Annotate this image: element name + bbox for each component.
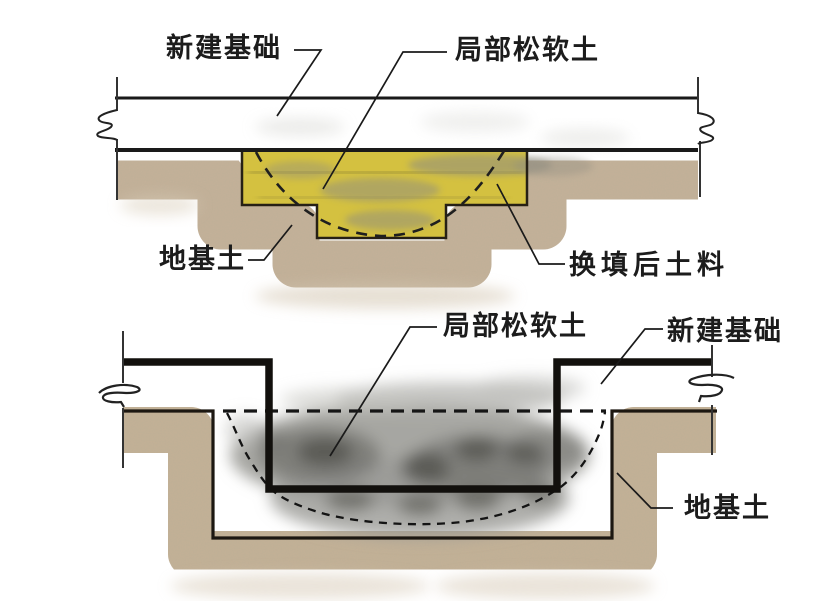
leader-soft-soil-bottom — [329, 326, 437, 457]
label-foundation-soil-top: 地基土 — [159, 244, 246, 274]
top-diagram — [96, 49, 715, 265]
slab-smudge3 — [540, 129, 630, 147]
trench-outline — [240, 150, 529, 240]
soft-soil-blob — [225, 376, 590, 538]
break-symbol-top-right — [697, 112, 715, 145]
soil-band-group — [116, 152, 716, 577]
bottom-diagram — [98, 326, 735, 540]
label-soft-soil-top: 局部松软土 — [455, 35, 600, 65]
top-band-fade — [255, 283, 515, 309]
leader-new-foundation-bottom — [600, 328, 663, 385]
slab-smudge1 — [255, 118, 345, 136]
top-soil-band — [116, 152, 698, 288]
label-soft-soil-bottom: 局部松软土 — [443, 311, 588, 341]
soft-soil-boundary-dashed-bottom — [225, 411, 607, 526]
replaced-fill-streaks — [247, 154, 593, 230]
leader-soft-soil-top — [322, 51, 447, 190]
break-symbol-bottom-right — [688, 373, 735, 403]
break-symbol-bottom-left — [98, 383, 141, 408]
leader-replaced-fill — [496, 183, 565, 265]
bottom-band-fade2 — [435, 573, 655, 599]
slab-smudge2 — [420, 112, 530, 132]
bottom-band-fade1 — [170, 573, 430, 599]
label-new-foundation-top: 新建基础 — [166, 33, 282, 63]
label-foundation-soil-bottom: 地基土 — [684, 493, 771, 523]
bottom-soil-band — [123, 407, 716, 577]
leader-foundation-soil-top — [248, 224, 293, 261]
leader-foundation-soil-bottom — [616, 472, 673, 509]
top-band-fade-left — [120, 195, 200, 215]
label-new-foundation-bottom: 新建基础 — [667, 316, 783, 346]
foundation-outline — [123, 358, 712, 493]
top-band-white-patch — [633, 236, 693, 274]
pit-outline — [123, 409, 717, 540]
soft-soil-boundary-dashed — [254, 150, 506, 238]
leader-new-foundation-top — [276, 49, 323, 117]
label-replaced-fill: 换填后土料 — [569, 250, 729, 280]
break-symbol-top-left — [96, 109, 118, 141]
